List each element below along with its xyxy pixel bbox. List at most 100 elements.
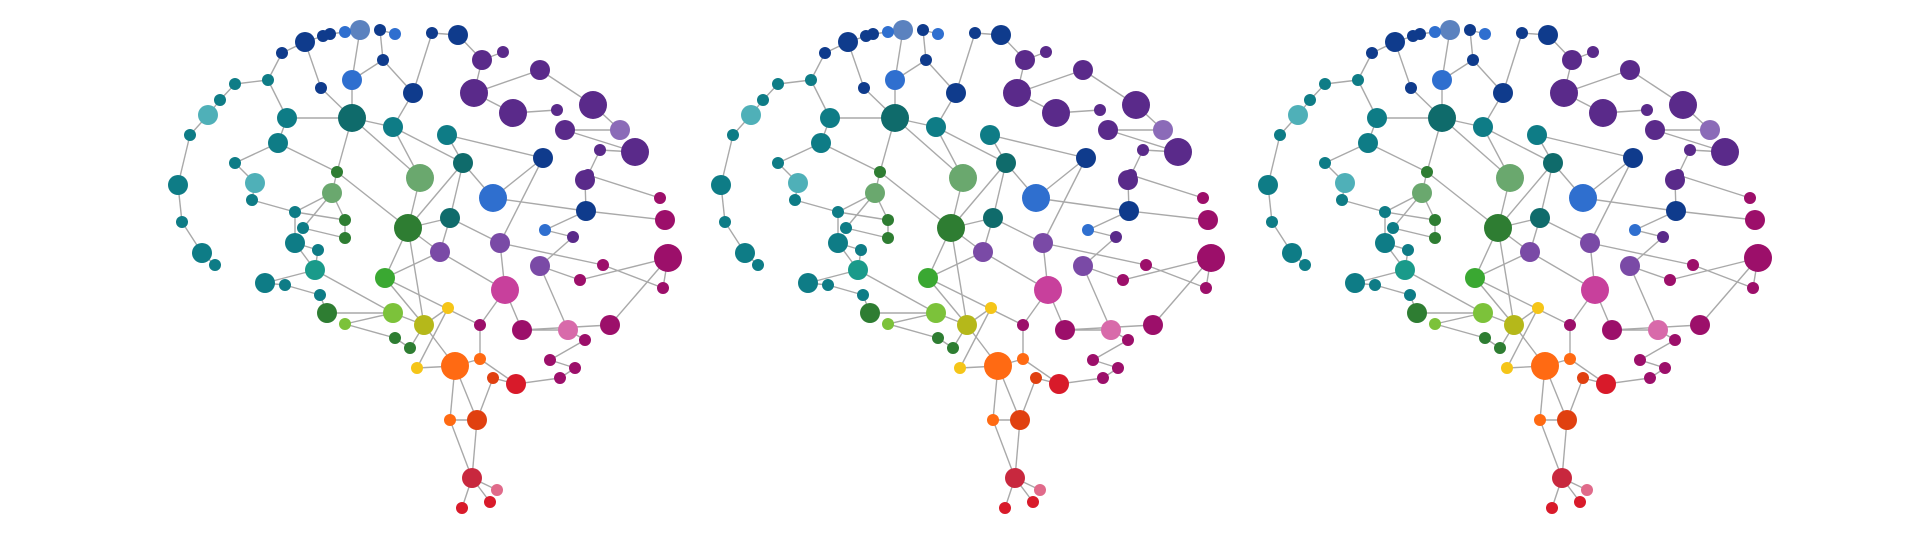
network-node-magenta [1602,320,1622,340]
network-node-teal [1369,279,1381,291]
network-node-purple [1110,231,1122,243]
network-node-purple [1620,60,1640,80]
network-node-blue [342,70,362,90]
network-edge [412,32,433,94]
network-edge [1589,157,1634,244]
network-node-magenta [569,362,581,374]
network-node-teal [820,108,840,128]
network-node-navy [920,54,932,66]
network-edge [927,277,968,326]
network-edge [1404,269,1484,314]
network-node-navy [1666,201,1686,221]
network-node-purple [1122,91,1150,119]
network-node-blue [1479,28,1491,40]
network-node-magenta [1140,259,1152,271]
network-edge [1384,211,1436,221]
network-node-lavender [1153,120,1173,140]
network-edge [1589,242,1694,266]
network-node-lavender [1700,120,1720,140]
network-edge [284,284,321,296]
network-node-pink [491,276,519,304]
network-node-violet [973,242,993,262]
network-edge [1035,197,1130,212]
network-node-purple [1164,138,1192,166]
network-node-rose [1034,484,1046,496]
network-edge [992,419,1016,479]
network-node-navy [533,148,553,168]
network-node-lime [1473,303,1493,323]
network-node-green [1494,342,1506,354]
network-node-crimson [1005,468,1025,488]
network-edge [955,32,976,94]
network-node-blue [1629,224,1641,236]
network-node-teal [1299,259,1311,271]
network-node-yellow [985,302,997,314]
network-node-teal [229,157,241,169]
network-node-teal [176,216,188,228]
network-node-teal-dark [996,153,1016,173]
network-edge [1392,227,1436,239]
network-edge [820,142,881,173]
network-node-teal [789,194,801,206]
network-node-navy [917,24,929,36]
network-node-teal-dark [881,104,909,132]
network-node-teal [1266,216,1278,228]
network-node-magenta [654,244,682,272]
network-node-magenta [512,320,532,340]
network-node-violet [430,242,450,262]
network-node-purple [497,46,509,58]
network-node-teal-dark [1428,104,1456,132]
network-node-navy [576,201,596,221]
network-node-navy [1119,201,1139,221]
network-nodes [168,20,682,514]
network-node-teal [262,74,274,86]
network-node-blue [1569,184,1597,212]
network-node-teal [255,273,275,293]
network-node-purple [621,138,649,166]
network-edge [609,257,669,326]
network-edge [1497,162,1554,229]
network-node-teal-light [245,173,265,193]
network-node-teal [285,233,305,253]
network-node-purple [1657,231,1669,243]
network-node-olive [1504,315,1524,335]
network-node-purple [1587,46,1599,58]
network-node-purple [1137,144,1149,156]
network-node-purple [1098,120,1118,140]
network-edge [384,277,481,326]
network-edge [1145,264,1207,289]
network-node-magenta [1055,320,1075,340]
network-node-teal [184,129,196,141]
network-node-navy [295,32,315,52]
network-edge [1497,227,1515,326]
network-node-teal [168,175,188,195]
network-node-magenta [579,334,591,346]
network-edge [579,257,669,281]
network-node-teal [1375,233,1395,253]
network-node-lime [383,303,403,323]
network-edge [416,307,449,369]
network-edge [827,284,864,296]
network-node-teal-light [1288,105,1308,125]
network-edge [1122,257,1212,281]
network-edge [950,162,1007,229]
network-node-teal-light [1335,173,1355,193]
network-edge [1426,171,1499,229]
network-node-teal [857,289,869,301]
network-node-magenta [655,210,675,230]
network-node-teal [1367,108,1387,128]
network-edge [539,265,569,331]
network-node-navy [838,32,858,52]
network-node-navy [1407,30,1419,42]
network-node-purple [1550,79,1578,107]
network-edge [927,251,984,279]
network-node-teal [822,279,834,291]
network-edge [1677,174,1751,199]
network-node-teal [279,279,291,291]
network-node-lime [926,303,946,323]
network-edge [492,197,587,212]
network-node-purple [567,231,579,243]
network-node-teal [1404,289,1416,301]
network-node-crimson [1552,468,1572,488]
network-node-blue [1022,184,1050,212]
